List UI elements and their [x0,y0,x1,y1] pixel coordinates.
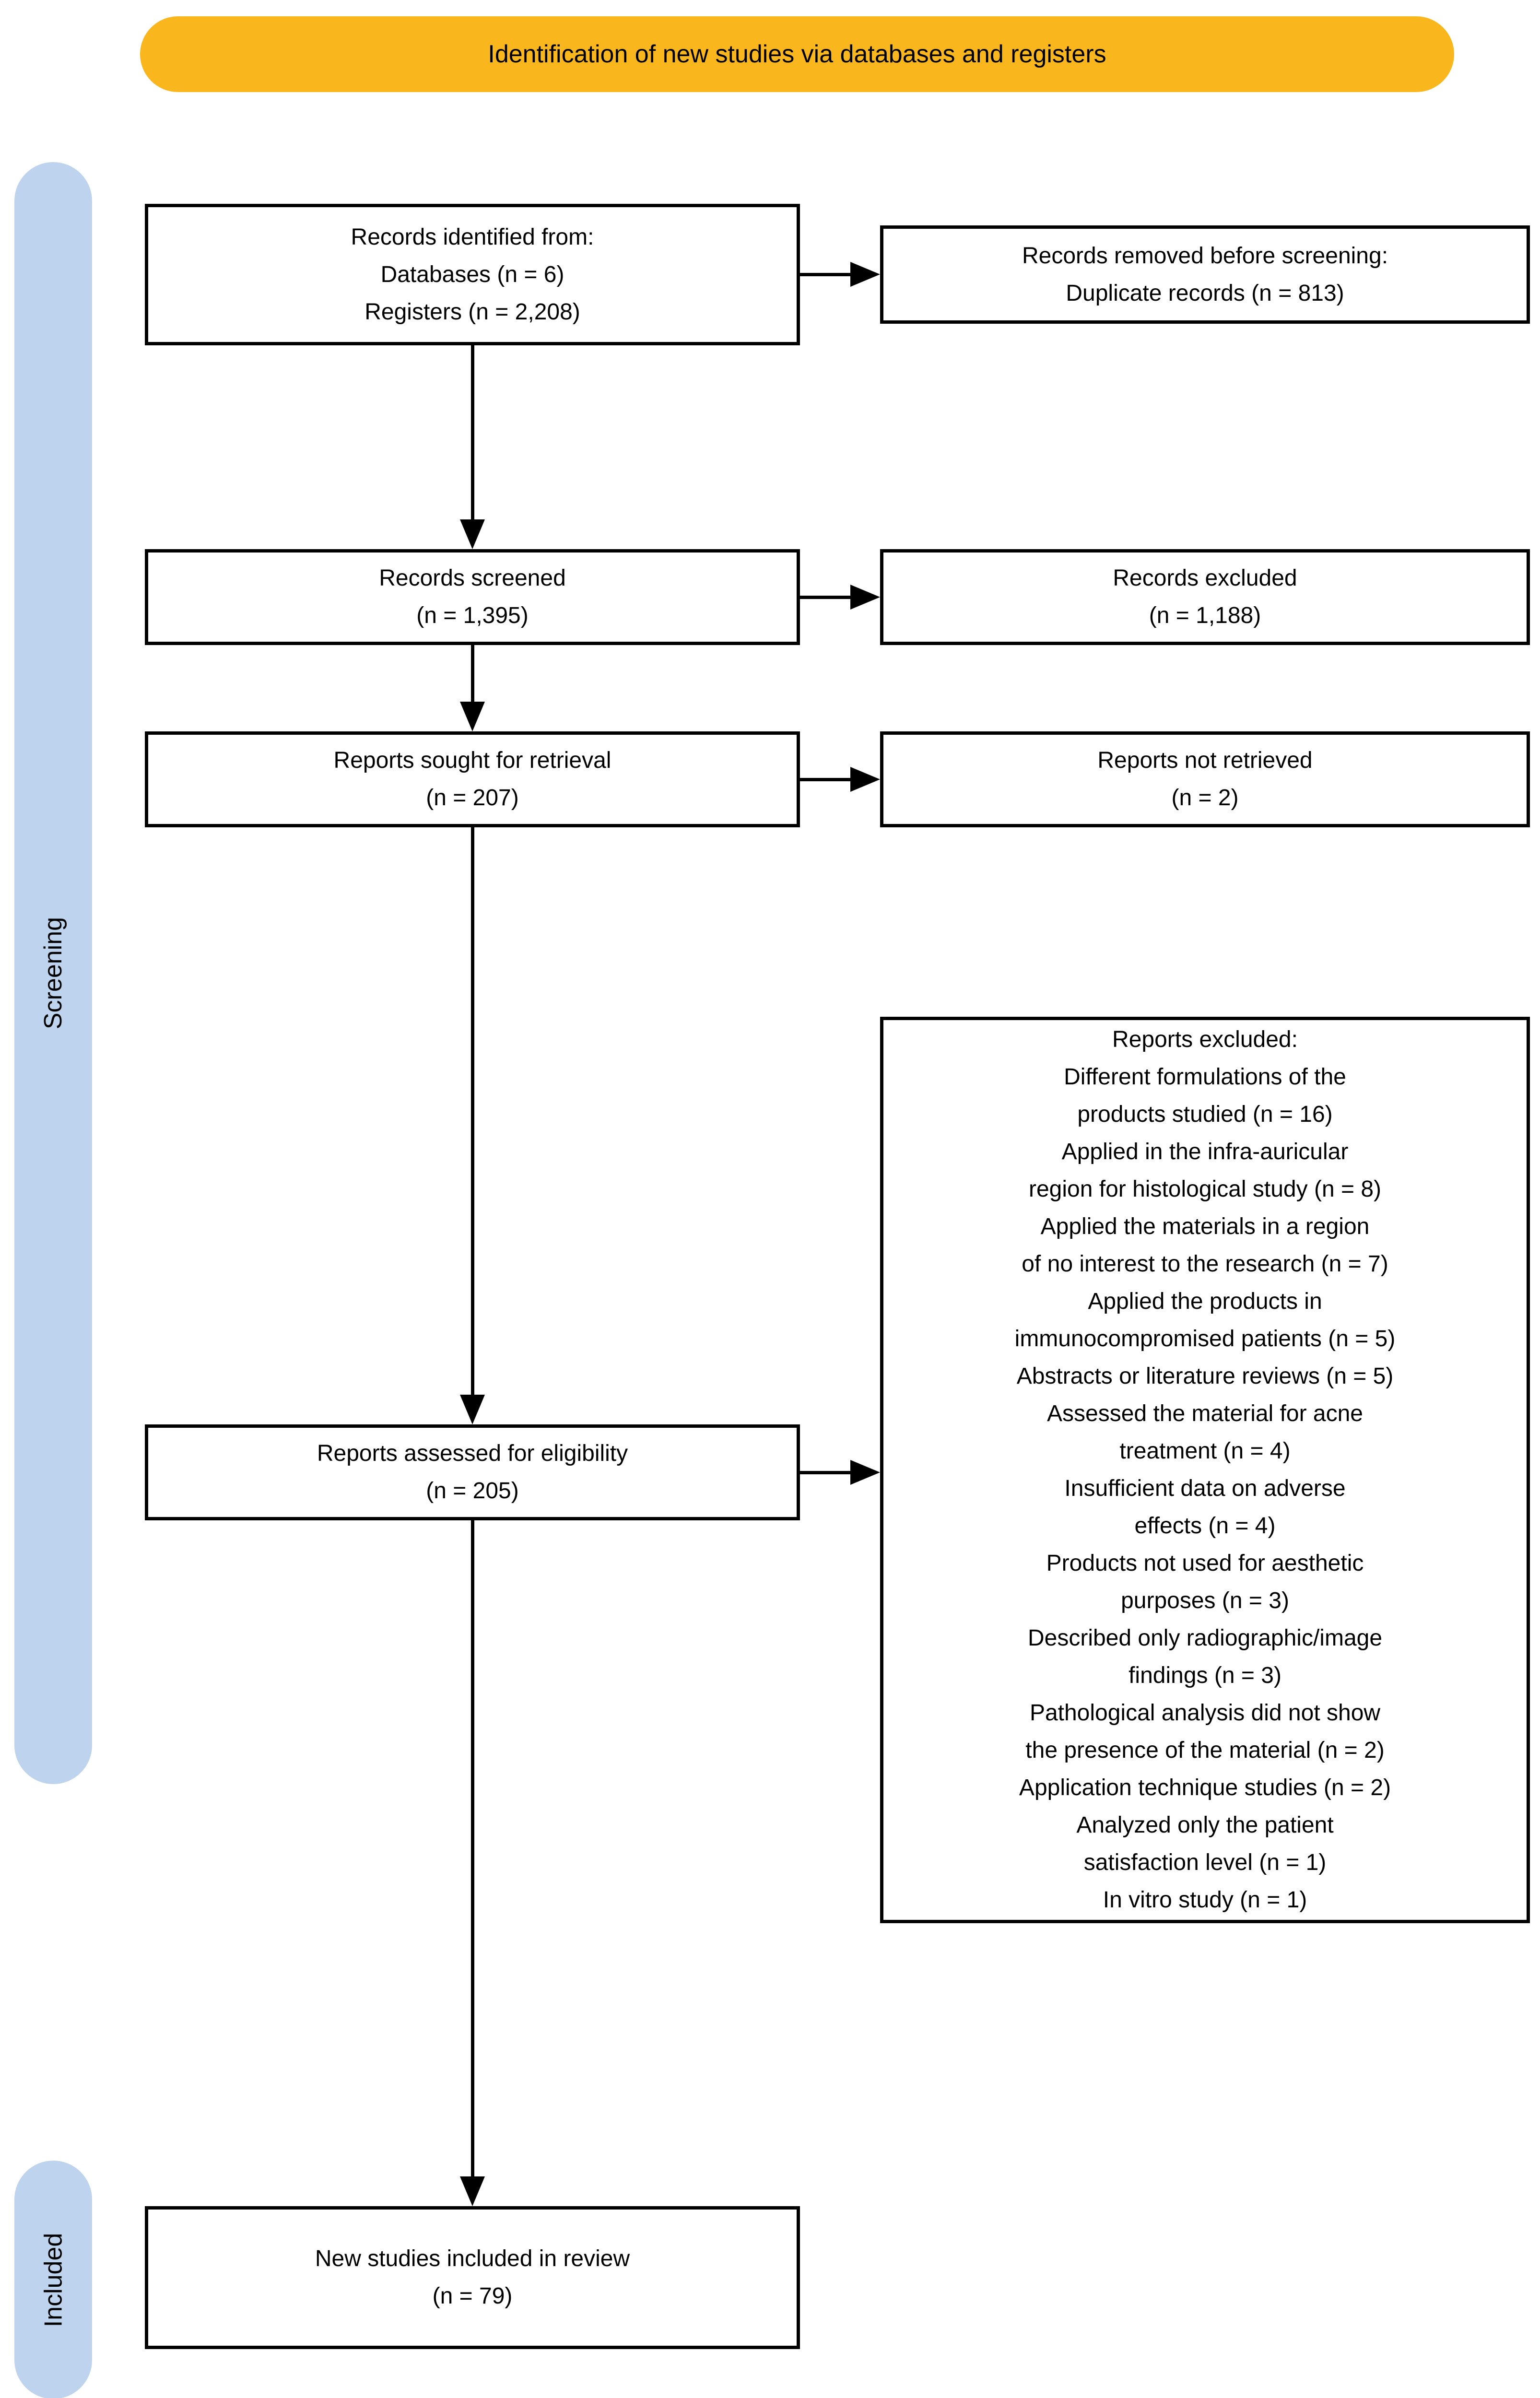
text-line: Application technique studies (n = 2) [1019,1775,1391,1800]
text-line: Pathological analysis did not show [1029,1700,1381,1726]
arrow-shaft [799,595,850,599]
arrow-shaft [799,1470,850,1474]
text-line: In vitro study (n = 1) [1103,1887,1307,1913]
text-line: Different formulations of the [1064,1064,1346,1090]
text-line: (n = 205) [426,1478,519,1504]
text-line: Records excluded [1113,565,1297,591]
box-reports-sought-for-retrieval: Reports sought for retrieval (n = 207) [145,731,800,827]
text-line: purposes (n = 3) [1121,1588,1289,1613]
stage-screening-label: Screening [39,917,67,1030]
text-line: products studied (n = 16) [1077,1102,1333,1127]
text-line: (n = 1,188) [1149,603,1261,628]
text-line: the presence of the material (n = 2) [1025,1738,1385,1763]
arrow-shaft [470,1520,474,2176]
text-line: Reports sought for retrieval [333,748,611,773]
text-line: Applied the products in [1088,1289,1322,1314]
text-line: Records screened [379,565,566,591]
stage-screening-pill: Screening [14,162,92,1784]
stage-included-label: Included [39,2233,68,2327]
text-line: immunocompromised patients (n = 5) [1014,1326,1396,1352]
text-line: region for histological study (n = 8) [1028,1176,1382,1202]
text-line: Assessed the material for acne [1047,1401,1363,1426]
arrow-sought-to-not-retrieved [799,767,880,792]
arrow-head-right-icon [850,767,880,792]
arrow-assessed-to-included [460,1520,485,2206]
arrow-assessed-to-reasons [799,1460,880,1485]
text-line: findings (n = 3) [1129,1663,1281,1688]
box-reports-not-retrieved: Reports not retrieved (n = 2) [880,731,1530,827]
arrow-identified-to-removed [799,262,880,287]
text-line: Records identified from: [351,224,594,250]
arrow-head-down-icon [460,519,485,549]
arrow-shaft [470,827,474,1395]
arrow-shaft [799,272,850,276]
text-line: Products not used for aesthetic [1046,1551,1364,1576]
box-new-studies-included-in-review: New studies included in review (n = 79) [145,2206,800,2349]
arrow-head-down-icon [460,702,485,731]
box-records-identified: Records identified from: Databases (n = 6… [145,204,800,345]
arrow-screened-to-sought [460,645,485,731]
arrow-head-right-icon [850,262,880,287]
text-line: Applied the materials in a region [1040,1214,1370,1239]
arrow-head-down-icon [460,2176,485,2206]
arrow-sought-to-assessed [460,827,485,1424]
text-line: Records removed before screening: [1022,243,1388,269]
arrow-shaft [799,777,850,781]
text-line: Reports assessed for eligibility [317,1441,628,1466]
text-line: effects (n = 4) [1134,1513,1276,1539]
text-line: (n = 1,395) [416,603,529,628]
text-line: satisfaction level (n = 1) [1083,1850,1327,1875]
arrow-shaft [470,345,474,519]
text-line: treatment (n = 4) [1119,1438,1291,1464]
arrow-identified-to-screened [460,345,485,549]
text-line: Databases (n = 6) [380,261,564,287]
arrow-shaft [470,645,474,702]
text-line: Reports not retrieved [1097,748,1313,773]
box-records-screened: Records screened (n = 1,395) [145,549,800,645]
text-line: (n = 207) [426,785,519,811]
text-line: Applied in the infra-auricular [1061,1139,1349,1164]
text-line: Analyzed only the patient [1076,1812,1334,1838]
arrow-head-down-icon [460,1395,485,1424]
text-line: Registers (n = 2,208) [364,299,580,325]
text-line: Reports excluded: [1112,1027,1298,1052]
text-line: Insufficient data on adverse [1064,1476,1346,1501]
box-reports-excluded-reasons: Reports excluded: Different formulations … [880,1017,1530,1923]
text-line: Described only radiographic/image [1027,1625,1383,1651]
box-records-removed-before-screening: Records removed before screening: Duplica… [880,225,1530,324]
arrow-head-right-icon [850,1460,880,1485]
arrow-head-right-icon [850,585,880,610]
text-line: Abstracts or literature reviews (n = 5) [1016,1364,1394,1389]
stage-included-pill: Included [14,2161,92,2398]
text-line: of no interest to the research (n = 7) [1022,1251,1388,1277]
arrow-screened-to-excluded [799,585,880,610]
identification-banner: Identification of new studies via databa… [140,16,1454,92]
text-line: Duplicate records (n = 813) [1066,280,1344,306]
box-records-excluded: Records excluded (n = 1,188) [880,549,1530,645]
text-line: (n = 2) [1171,785,1239,811]
text-line: New studies included in review [315,2246,630,2271]
box-reports-assessed-for-eligibility: Reports assessed for eligibility (n = 205… [145,1424,800,1520]
text-line: (n = 79) [432,2283,513,2309]
